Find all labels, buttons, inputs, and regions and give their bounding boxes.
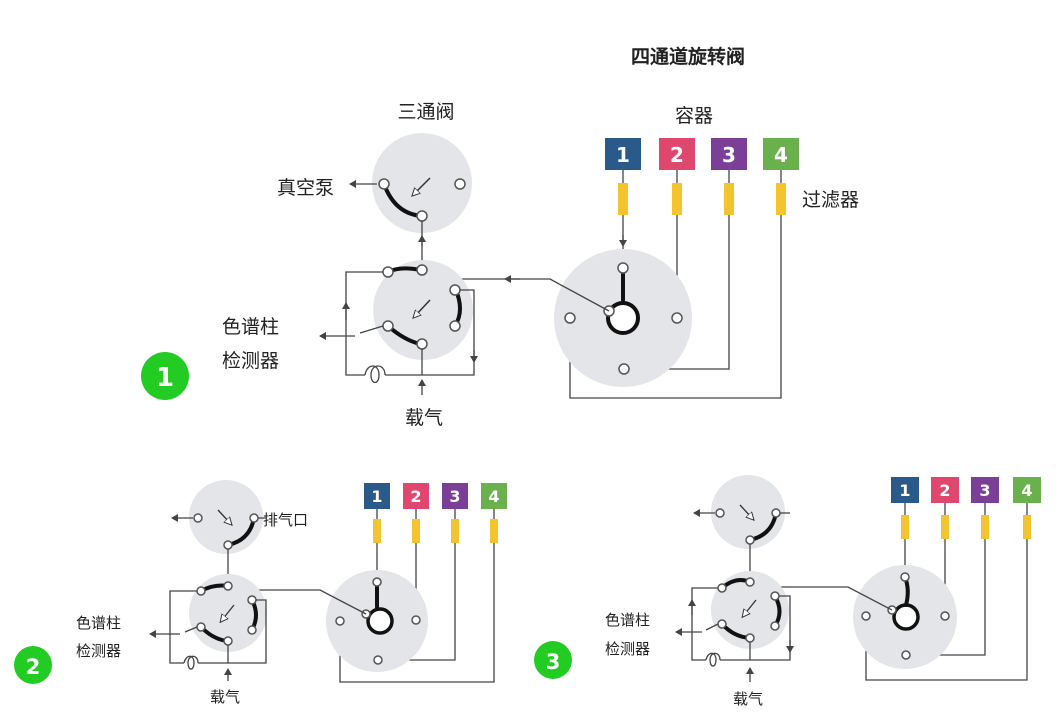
loop-line-left bbox=[345, 271, 383, 376]
carrier-gas-label-3: 载气 bbox=[733, 690, 763, 708]
step-badge-3: 3 bbox=[534, 641, 572, 679]
four-way-valve-title: 四通道旋转阀 bbox=[631, 45, 745, 68]
three-way-valve-2 bbox=[189, 480, 263, 554]
svg-text:2: 2 bbox=[939, 481, 950, 500]
container-3: 3 bbox=[442, 483, 468, 509]
loop-line-right bbox=[422, 289, 475, 376]
three-way-valve-3 bbox=[711, 475, 785, 549]
filter-2 bbox=[672, 183, 682, 215]
step-badge-1: 1 bbox=[141, 352, 189, 400]
diagram-3: 色谱柱 检测器 载气 1 2 3 4 bbox=[534, 475, 1041, 708]
column-line bbox=[359, 325, 384, 334]
container-1: 1 bbox=[605, 138, 641, 170]
filter-4 bbox=[776, 183, 786, 215]
filter-label: 过滤器 bbox=[802, 189, 859, 211]
diagram-2: 排气口 色谱柱 检测器 载气 1 2 3 4 bbox=[14, 480, 507, 706]
container-1: 1 bbox=[891, 477, 919, 503]
sample-loop bbox=[364, 365, 386, 384]
three-way-valve bbox=[372, 133, 472, 233]
container-3: 3 bbox=[711, 138, 747, 170]
four-way-rotary-valve-2 bbox=[326, 570, 428, 672]
six-port-valve bbox=[373, 260, 473, 360]
three-way-valve-label: 三通阀 bbox=[397, 101, 454, 123]
svg-text:4: 4 bbox=[1021, 481, 1032, 500]
container-2: 2 bbox=[403, 483, 429, 509]
step-badge-2: 2 bbox=[14, 646, 52, 684]
container-4: 4 bbox=[763, 138, 799, 170]
container-2: 2 bbox=[659, 138, 695, 170]
svg-text:3: 3 bbox=[546, 650, 561, 674]
four-way-rotary-valve-3 bbox=[853, 565, 957, 669]
four-way-rotary-valve bbox=[554, 249, 692, 387]
svg-text:1: 1 bbox=[371, 487, 382, 506]
column-label-2: 色谱柱 bbox=[76, 614, 121, 632]
container-label: 容器 bbox=[675, 105, 713, 127]
svg-text:1: 1 bbox=[156, 363, 174, 393]
column-label-3: 色谱柱 bbox=[605, 611, 650, 629]
six-port-valve-2 bbox=[189, 574, 267, 652]
column-label: 色谱柱 bbox=[222, 316, 279, 338]
detector-label-2: 检测器 bbox=[76, 642, 121, 660]
svg-text:3: 3 bbox=[722, 143, 736, 167]
svg-text:2: 2 bbox=[410, 487, 421, 506]
svg-text:2: 2 bbox=[26, 655, 41, 679]
filter-3 bbox=[724, 183, 734, 215]
vent-label: 排气口 bbox=[263, 511, 308, 529]
detector-label-3: 检测器 bbox=[605, 640, 650, 658]
container-2: 2 bbox=[931, 477, 959, 503]
svg-text:1: 1 bbox=[899, 481, 910, 500]
filter-1 bbox=[618, 183, 628, 215]
six-port-valve-3 bbox=[711, 571, 789, 649]
carrier-gas-label-2: 载气 bbox=[210, 688, 240, 706]
container-4: 4 bbox=[481, 483, 507, 509]
diagram-1: 四通道旋转阀 容器 三通阀 真空泵 过滤器 色谱柱 检测器 载气 1 2 3 4 bbox=[141, 45, 859, 429]
svg-text:2: 2 bbox=[670, 143, 684, 167]
svg-text:3: 3 bbox=[449, 487, 460, 506]
container-1: 1 bbox=[364, 483, 390, 509]
svg-text:4: 4 bbox=[774, 143, 788, 167]
container-4: 4 bbox=[1013, 477, 1041, 503]
detector-label: 检测器 bbox=[222, 350, 279, 372]
carrier-gas-label: 载气 bbox=[405, 407, 443, 429]
sample-line bbox=[455, 278, 610, 312]
vacuum-pump-label: 真空泵 bbox=[277, 177, 334, 199]
container-3: 3 bbox=[971, 477, 999, 503]
svg-text:4: 4 bbox=[488, 487, 499, 506]
svg-text:1: 1 bbox=[616, 143, 630, 167]
svg-text:3: 3 bbox=[979, 481, 990, 500]
